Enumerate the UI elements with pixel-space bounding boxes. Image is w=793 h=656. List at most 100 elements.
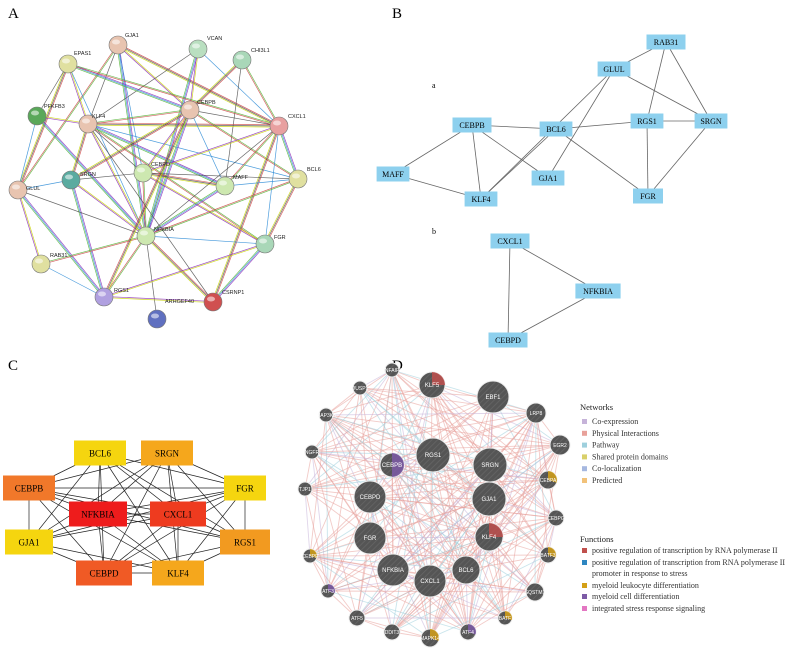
panel-a-node-cebpb: CEBPB <box>180 100 216 120</box>
panel-b-node-fgr: FGR <box>633 188 663 204</box>
panel-a-edge <box>18 189 106 297</box>
panel-a-edge <box>18 189 42 264</box>
panel-b-node-label: CXCL1 <box>497 237 522 246</box>
panel-a-edge <box>224 178 299 187</box>
panel-a-edge <box>104 110 192 298</box>
panel-a-edge <box>117 44 147 237</box>
panel-a-edge <box>103 243 265 297</box>
panel-d-node-label: NGFR <box>305 450 320 456</box>
panel-d-edge <box>311 451 490 500</box>
panel-d-node-function-wedge <box>392 453 404 477</box>
panel-d-node-cebpb: CEBPB <box>379 452 405 478</box>
panel-d-node-mapk14: MAPK14 <box>420 628 440 648</box>
panel-a-edge <box>36 63 69 117</box>
panel-d-edge <box>431 384 490 500</box>
panel-a-node-label: CEBPD <box>151 162 170 168</box>
panel-a-edge <box>87 123 214 303</box>
panel-b-node-label: RAB31 <box>654 38 678 47</box>
panel-a-edge <box>18 64 70 191</box>
networks-legend-item: Shared protein domains <box>582 452 668 461</box>
panel-a-edge <box>142 173 265 245</box>
panel-d-edge <box>467 554 549 633</box>
panel-d-node-label: RGS1 <box>425 453 442 459</box>
panel-d-edge <box>325 414 434 456</box>
panel-c-node-label: BCL6 <box>89 449 112 459</box>
panel-a-edge <box>16 63 68 190</box>
panel-d-node-label: CEBPG <box>547 516 565 522</box>
panel-a-node-cebpd: CEBPD <box>133 162 170 183</box>
panel-a-edge <box>16 190 104 298</box>
panel-c-node-label: FGR <box>236 484 254 494</box>
panel-a-node-highlight <box>292 173 300 179</box>
panel-a-node-label: CEBPB <box>197 100 216 106</box>
panel-a-node-highlight <box>35 258 43 264</box>
panel-a-node-circle <box>269 116 289 136</box>
panel-d-node-function-wedge <box>468 624 476 635</box>
panel-c-node-label: GJA1 <box>18 538 39 548</box>
panel-a-edge <box>17 189 105 298</box>
panel-c-node-cxcl1: CXCL1 <box>150 501 206 527</box>
panel-a-edge <box>142 172 299 180</box>
panel-d-edge <box>391 369 491 466</box>
panel-d-edge <box>309 536 490 557</box>
panel-a-edge <box>87 123 299 180</box>
panel-d-node-label: KLF4 <box>482 535 497 541</box>
panel-a-node-circle <box>188 39 208 59</box>
panel-a-edge <box>278 125 299 180</box>
panel-a-edge <box>189 109 280 127</box>
panel-a-edge <box>145 235 214 303</box>
panel-b-node-box <box>376 166 410 182</box>
panel-a-edge <box>142 125 279 173</box>
functions-legend-title: Functions <box>580 534 614 544</box>
panel-a-edge <box>146 110 192 237</box>
panel-a-edge <box>103 109 191 298</box>
panel-b-node-nfkbia: NFKBIA <box>575 283 621 299</box>
panel-d-edge <box>325 412 537 416</box>
panel-d-edge <box>327 387 361 592</box>
panel-b-edge <box>471 124 482 200</box>
panel-c-node-gja1: GJA1 <box>5 529 53 555</box>
panel-b-node-rab31: RAB31 <box>646 34 686 50</box>
panel-a-node-label: VCAN <box>207 36 222 42</box>
panel-c-node-box <box>74 440 126 466</box>
panel-d-edge <box>311 451 536 593</box>
panel-d-node-egr2: EGR2 <box>549 434 571 456</box>
panel-d-node-atf3: ATF3 <box>320 583 336 599</box>
panel-d-edge <box>369 517 557 539</box>
panel-c-node-label: CXCL1 <box>164 510 193 520</box>
panel-a-edge <box>103 235 146 297</box>
panel-a-node-fgr: FGR <box>255 234 286 254</box>
panel-a-node-label: ARHGEF40 <box>165 299 194 305</box>
panel-d-node-function-wedge <box>432 372 445 385</box>
panel-d-node-label: BATF3 <box>540 553 555 559</box>
panel-b-node-box <box>452 117 492 133</box>
panel-d-node-label: NFKBIA <box>382 568 404 574</box>
panel-a-edge <box>71 110 191 182</box>
panel-a-edge <box>70 109 191 181</box>
panel-d-node-label: GJA1 <box>481 497 497 503</box>
panel-d-node-label: MAP3K8 <box>316 413 336 419</box>
panel-a-edge <box>68 63 280 126</box>
panel-a-edge <box>104 244 266 298</box>
panel-a-edge <box>36 115 147 237</box>
panel-letter-b: B <box>392 6 402 22</box>
panel-a-node-circle <box>255 234 275 254</box>
panel-a-node-srgn: SRGN <box>61 170 96 190</box>
panel-c-edge <box>28 487 179 574</box>
panel-d-edge <box>309 555 506 619</box>
panel-d-node-circle <box>525 582 545 602</box>
panel-b-node-label: FGR <box>640 192 656 201</box>
panel-a-node-rab31: RAB31 <box>31 253 67 274</box>
panel-c-edge <box>28 452 168 543</box>
panel-b-node-box <box>646 34 686 50</box>
panel-d-edge <box>327 444 561 592</box>
panel-a-edge <box>17 44 118 190</box>
legend-label: Co-localization <box>592 464 641 473</box>
panel-d-node-cxcl1: CXCL1 <box>413 564 447 598</box>
panel-a-node-label: EPAS1 <box>74 51 91 57</box>
panel-a-node-circle <box>136 226 156 246</box>
panel-a-node-label: SRGN <box>80 172 96 178</box>
